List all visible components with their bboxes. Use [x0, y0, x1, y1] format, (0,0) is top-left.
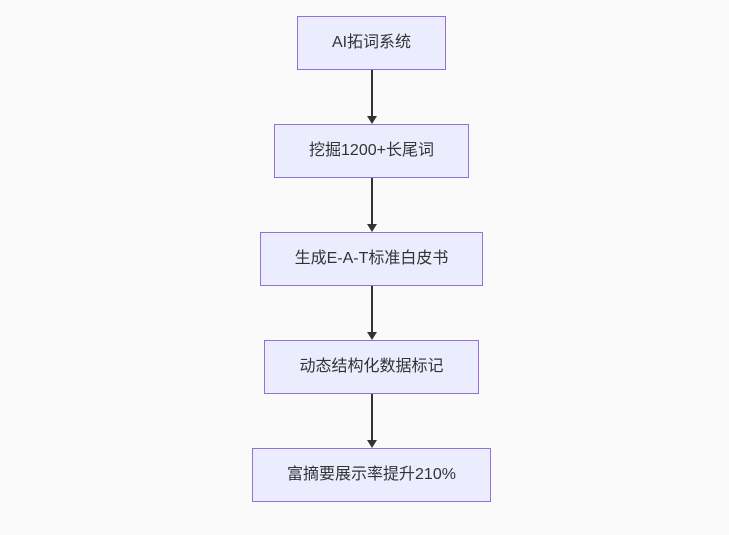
flow-edge-3 — [366, 286, 377, 340]
flow-node-longtail-mining: 挖掘1200+长尾词 — [274, 124, 469, 178]
edge-line — [370, 394, 373, 441]
flow-edge-2 — [366, 178, 377, 232]
flow-node-eat-whitepaper: 生成E-A-T标准白皮书 — [259, 232, 484, 286]
flow-edge-4 — [366, 394, 377, 448]
flow-node-rich-snippet-result: 富摘要展示率提升210% — [252, 448, 491, 502]
edge-line — [370, 178, 373, 225]
edge-line — [370, 70, 373, 117]
arrowhead-down-icon — [366, 332, 377, 340]
flow-node-label: 富摘要展示率提升210% — [287, 466, 456, 483]
flowchart: AI拓词系统 挖掘1200+长尾词 生成E-A-T标准白皮书 动态结构化数据标记 — [7, 16, 729, 502]
flow-edge-1 — [366, 70, 377, 124]
flow-node-label: 生成E-A-T标准白皮书 — [294, 250, 449, 267]
edge-line — [370, 286, 373, 333]
flow-node-ai-keyword-system: AI拓词系统 — [296, 16, 447, 70]
flow-node-structured-data: 动态结构化数据标记 — [264, 340, 479, 394]
flow-node-label: 挖掘1200+长尾词 — [309, 142, 434, 159]
flow-node-label: AI拓词系统 — [331, 34, 412, 51]
arrowhead-down-icon — [366, 116, 377, 124]
arrowhead-down-icon — [366, 224, 377, 232]
arrowhead-down-icon — [366, 440, 377, 448]
flow-node-label: 动态结构化数据标记 — [299, 358, 444, 375]
